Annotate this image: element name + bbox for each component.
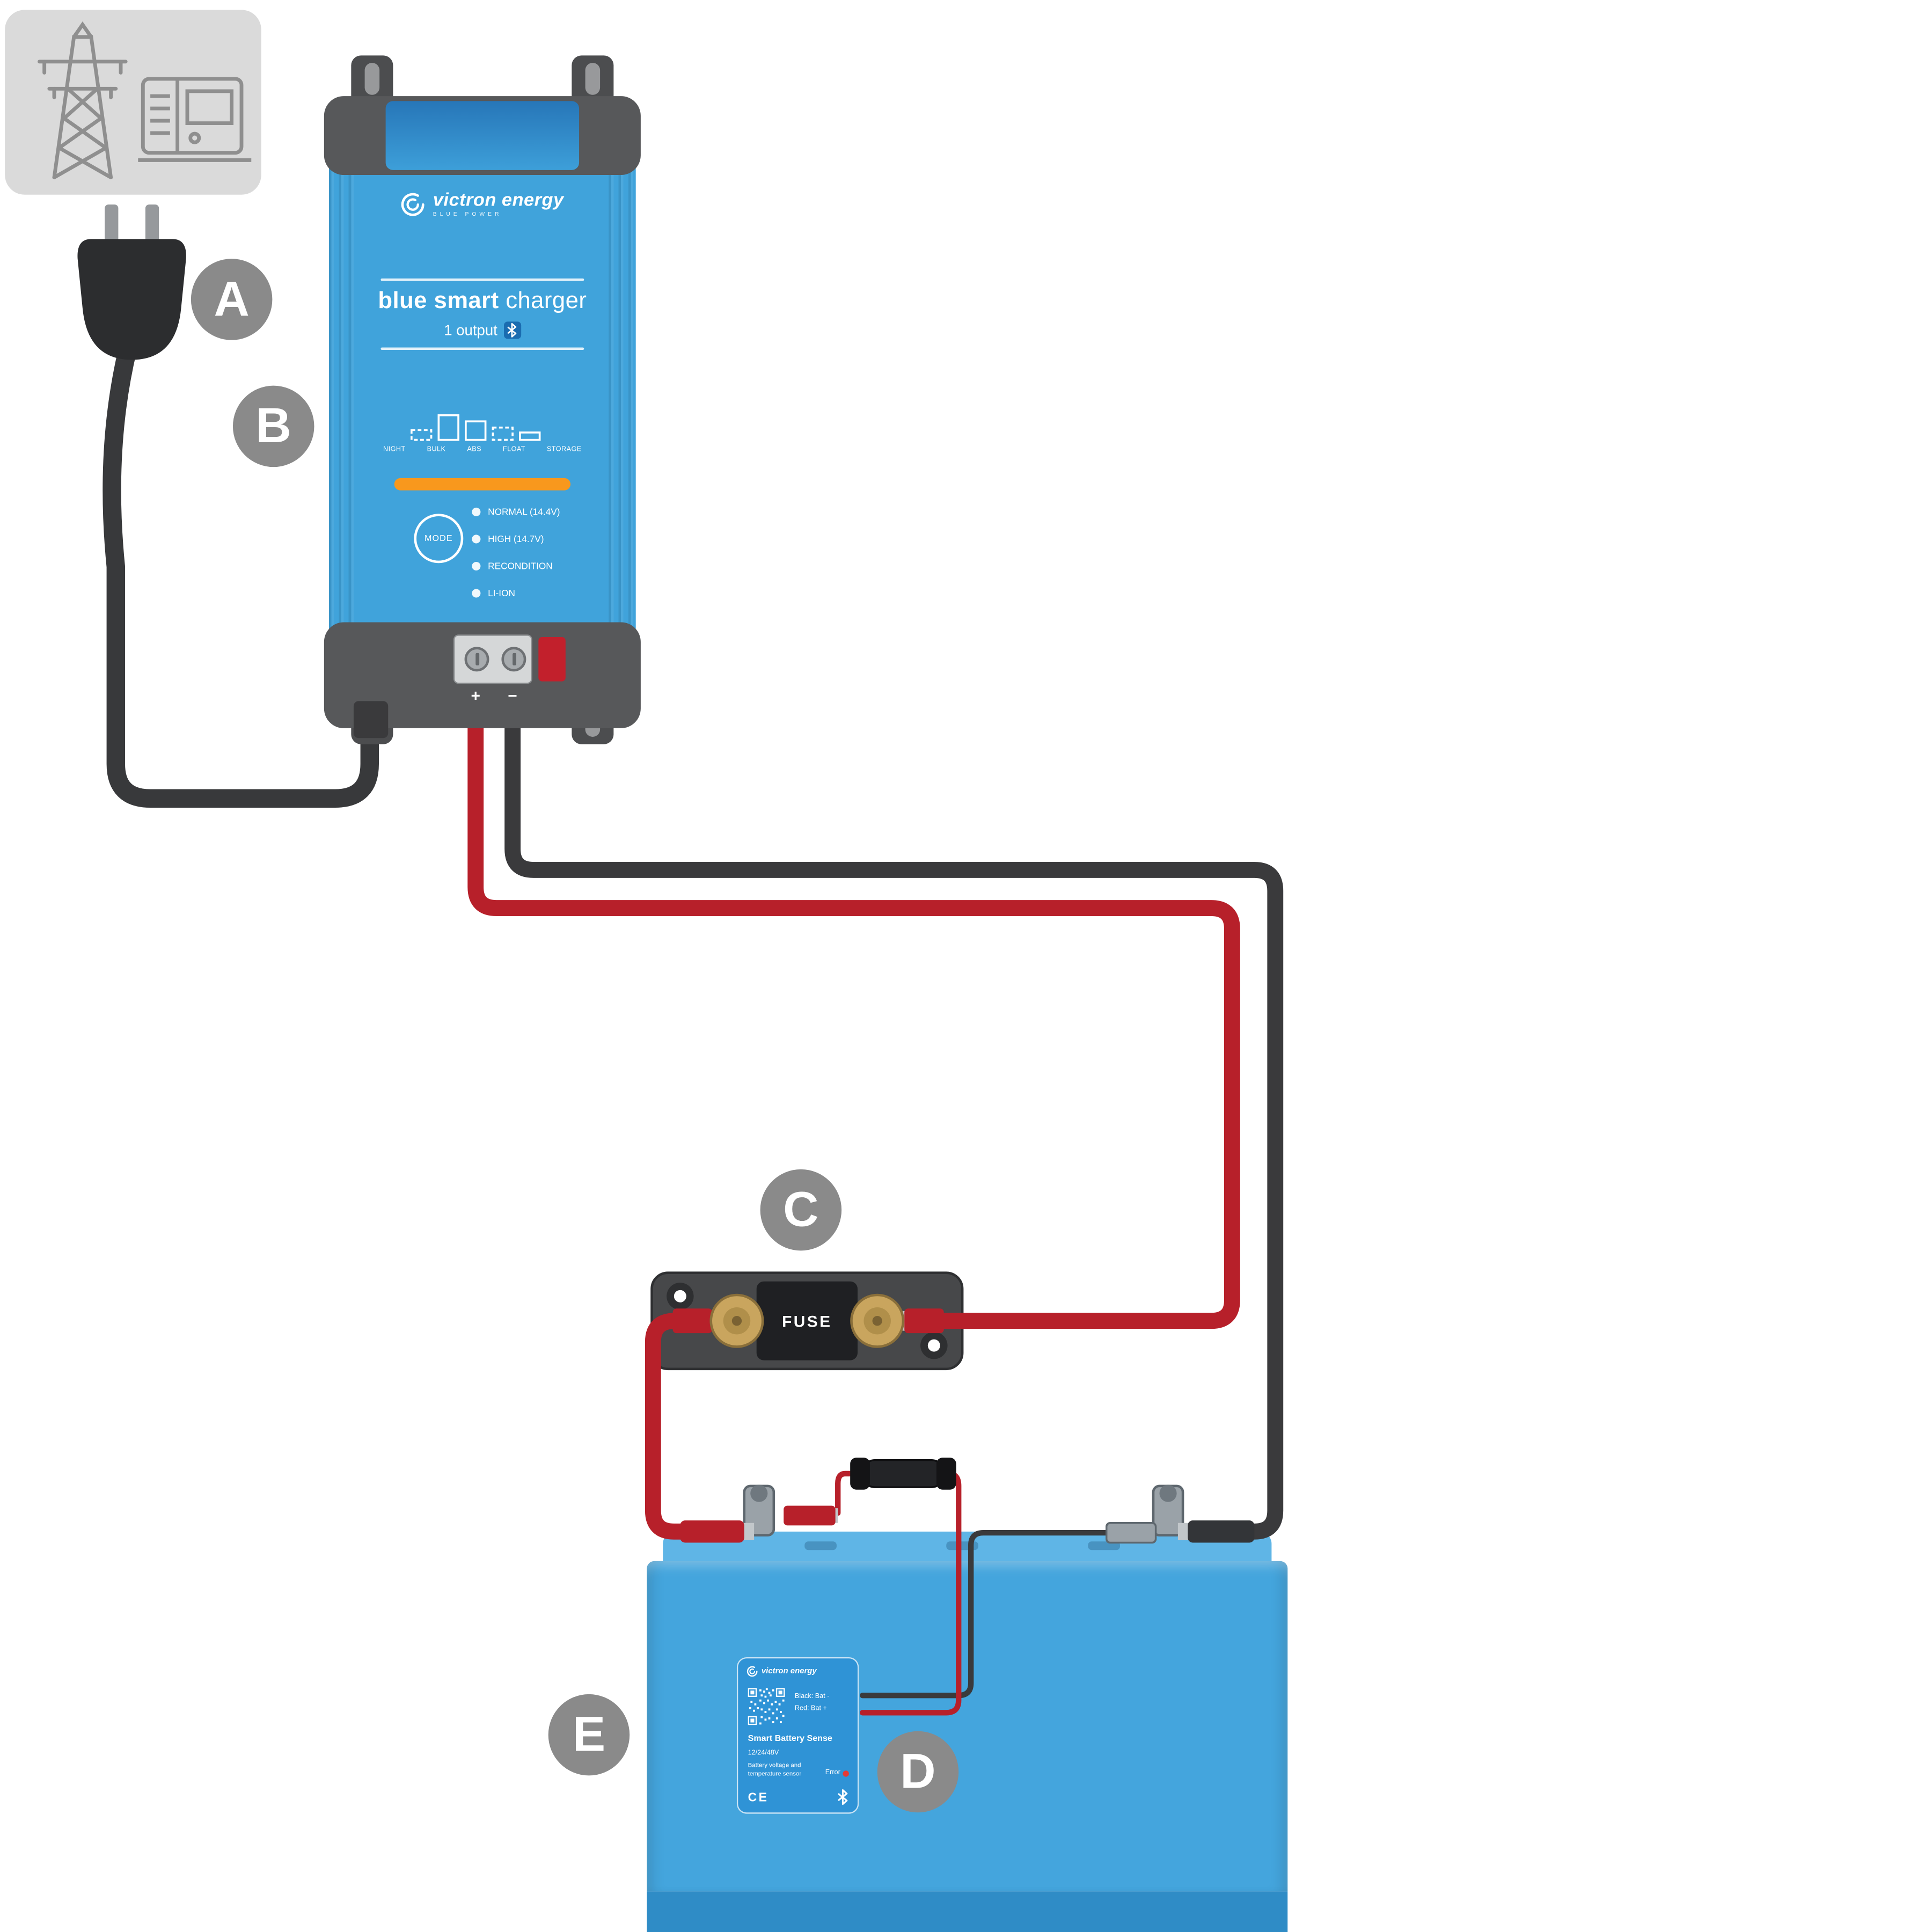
generator-icon xyxy=(138,77,252,162)
sense-red-wire-label: Red: Bat + xyxy=(794,1705,827,1713)
output-label: 1 output xyxy=(444,321,497,339)
sense-red-wire xyxy=(835,1470,855,1516)
cooling-ridges xyxy=(609,123,636,676)
positive-terminal-screw xyxy=(464,647,489,672)
victron-logo-icon xyxy=(747,1666,758,1677)
product-name-bold: blue smart xyxy=(378,288,499,314)
charger-bottom-cap: + − xyxy=(324,622,641,738)
product-name: blue smart charger xyxy=(329,288,636,316)
callout-letter: D xyxy=(900,1744,936,1798)
sense-black-wire-label: Black: Bat - xyxy=(794,1693,830,1701)
plug-prong xyxy=(105,204,119,247)
callout-letter: A xyxy=(214,272,250,326)
divider-line xyxy=(380,278,584,281)
mode-option-label: LI-ION xyxy=(488,588,515,599)
victron-logo-icon xyxy=(401,193,425,216)
mode-option-row: RECONDITION xyxy=(472,560,553,572)
mode-led xyxy=(472,561,481,571)
bluetooth-icon xyxy=(838,1789,848,1805)
battery-vent-cap xyxy=(804,1541,837,1550)
sense-title: Smart Battery Sense xyxy=(748,1735,832,1744)
fuse-label: FUSE xyxy=(782,1312,832,1330)
callout-letter: E xyxy=(572,1707,606,1762)
callout-letter: B xyxy=(255,398,291,453)
terminal-cover-clip xyxy=(538,636,566,682)
mounting-hole xyxy=(667,1283,694,1310)
charge-stages-icon xyxy=(411,414,541,441)
blue-smart-charger: victron energy BLUE POWER blue smart cha… xyxy=(324,49,641,744)
sense-black-wire xyxy=(859,1529,1115,1699)
divider-line xyxy=(380,347,584,350)
mode-button: MODE xyxy=(414,514,464,564)
sense-brand: victron energy xyxy=(761,1667,817,1676)
mode-led xyxy=(472,507,481,516)
top-window xyxy=(385,101,580,170)
inline-fuse xyxy=(850,1458,956,1490)
negative-terminal-screw xyxy=(501,647,526,672)
mode-option-label: HIGH (14.7V) xyxy=(488,533,544,545)
product-name-light: charger xyxy=(506,288,587,314)
battery: victron energy xyxy=(647,1531,1288,1932)
mode-option-label: NORMAL (14.4V) xyxy=(488,506,560,518)
stage-label: FLOAT xyxy=(502,446,525,453)
brand-subtitle: BLUE POWER xyxy=(433,210,502,217)
bluetooth-icon xyxy=(503,321,521,339)
mode-option-row: NORMAL (14.4V) xyxy=(472,506,560,518)
sense-voltage-range: 12/24/48V xyxy=(748,1750,779,1757)
mode-button-label: MODE xyxy=(424,534,453,543)
victron-logo: victron energy BLUE POWER xyxy=(329,191,636,217)
callout-c: C xyxy=(760,1169,842,1251)
mode-led xyxy=(472,535,481,544)
stage-label: STORAGE xyxy=(546,446,582,453)
dc-positive-wire-fuse-to-battery xyxy=(645,1313,748,1540)
accent-bar xyxy=(394,478,571,491)
callout-d: D xyxy=(877,1731,959,1813)
sense-red-wire xyxy=(859,1470,962,1716)
minus-symbol: − xyxy=(508,686,517,705)
callout-b: B xyxy=(232,385,314,467)
cooling-ridges xyxy=(329,123,356,676)
plus-symbol: + xyxy=(471,686,480,705)
error-led xyxy=(843,1770,849,1776)
error-label: Error xyxy=(825,1769,840,1777)
ac-plug xyxy=(77,239,186,360)
ac-cable xyxy=(103,338,379,808)
ce-mark: CE xyxy=(748,1791,769,1805)
stage-label: ABS xyxy=(467,446,481,453)
battery-positive-terminal xyxy=(680,1484,838,1543)
dc-terminal-block xyxy=(453,634,532,684)
qr-code xyxy=(748,1688,785,1725)
sense-subtitle: Battery voltage and temperature sensor xyxy=(748,1762,802,1778)
ac-source-box xyxy=(5,10,261,195)
brand-name: victron energy xyxy=(433,189,564,211)
stage-label: NIGHT xyxy=(383,446,406,453)
victron-logo: victron energy xyxy=(747,1666,817,1677)
stage-label: BULK xyxy=(427,446,446,453)
battery-negative-terminal xyxy=(1106,1484,1255,1544)
dc-positive-wire-charger-to-fuse xyxy=(467,662,1240,1329)
mode-led xyxy=(472,589,481,598)
smart-battery-sense-label: victron energy xyxy=(736,1657,859,1814)
dc-negative-wire xyxy=(504,662,1284,1540)
mounting-hole xyxy=(920,1331,948,1359)
output-row: 1 output xyxy=(329,321,636,339)
charger-top-cap xyxy=(324,96,641,175)
fuse-terminals xyxy=(709,1293,905,1348)
fuse-block: FUSE xyxy=(756,1281,858,1360)
sense-error-row: Error xyxy=(825,1769,849,1777)
mode-option-row: LI-ION xyxy=(472,588,515,599)
plug-prong xyxy=(145,204,159,247)
charge-stage-labels: NIGHT BULK ABS FLOAT STORAGE xyxy=(383,446,582,453)
mode-option-row: HIGH (14.7V) xyxy=(472,533,544,545)
callout-a: A xyxy=(191,259,273,340)
ac-cable-grommet xyxy=(353,701,389,738)
callout-e: E xyxy=(548,1694,630,1776)
transmission-tower-icon xyxy=(38,21,128,180)
mode-option-label: RECONDITION xyxy=(488,560,553,572)
charger-body: victron energy BLUE POWER blue smart cha… xyxy=(329,123,636,676)
callout-letter: C xyxy=(783,1182,819,1236)
battery-base xyxy=(647,1891,1288,1932)
